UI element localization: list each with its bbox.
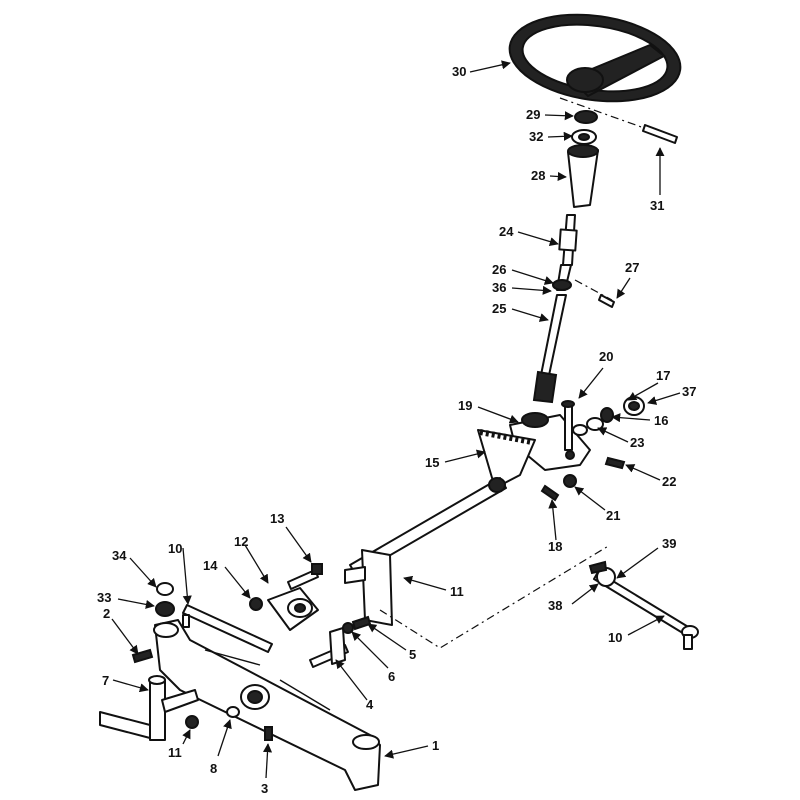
cap-and-nut: [571, 110, 598, 145]
callout-37: 37: [682, 384, 696, 399]
callout-28: 28: [531, 168, 545, 183]
callout-21: 21: [606, 508, 620, 523]
callout-13: 13: [270, 511, 284, 526]
callout-7: 7: [102, 673, 109, 688]
callout-11-lower: 11: [168, 745, 182, 760]
callout-14: 14: [203, 558, 218, 573]
callout-20: 20: [599, 349, 613, 364]
fasteners: [540, 456, 626, 502]
callout-25: 25: [492, 301, 506, 316]
reference-line: [379, 544, 611, 649]
callout-36: 36: [492, 280, 506, 295]
callout-10-left: 10: [168, 541, 182, 556]
callout-12: 12: [234, 534, 248, 549]
steering-bushing: [567, 144, 599, 208]
callout-24: 24: [499, 224, 514, 239]
pivot-pin: [309, 615, 372, 668]
support-plate: [344, 549, 393, 626]
tie-rod-left: [182, 604, 273, 653]
callout-33: 33: [97, 590, 111, 605]
pin: [574, 279, 615, 308]
callout-labels: 30 29 32 31 28 24 26 27 36 25 20 17 37 1…: [97, 64, 696, 796]
spindle: [99, 675, 199, 741]
small-fasteners: [131, 648, 273, 741]
callout-23: 23: [630, 435, 644, 450]
callout-2: 2: [103, 606, 110, 621]
callout-8: 8: [210, 761, 217, 776]
front-axle: [153, 619, 381, 791]
steering-shaft: [532, 214, 578, 404]
upper-washers: [155, 582, 175, 617]
callout-34: 34: [112, 548, 127, 563]
callout-3: 3: [261, 781, 268, 796]
callout-18: 18: [548, 539, 562, 554]
callout-22: 22: [662, 474, 676, 489]
callout-16: 16: [654, 413, 668, 428]
leader-lines: [111, 60, 681, 779]
steering-wheel: [508, 13, 682, 103]
nut: [249, 597, 263, 611]
callout-1: 1: [432, 738, 439, 753]
callout-39: 39: [662, 536, 676, 551]
bolt-and-washers: [561, 396, 645, 451]
callout-27: 27: [625, 260, 639, 275]
callout-32: 32: [529, 129, 543, 144]
callout-38: 38: [548, 598, 562, 613]
callout-10-right: 10: [608, 630, 622, 645]
callout-19: 19: [458, 398, 472, 413]
callout-30: 30: [452, 64, 466, 79]
callout-15: 15: [425, 455, 439, 470]
roll-pin: [559, 97, 678, 144]
callout-6: 6: [388, 669, 395, 684]
callout-17: 17: [656, 368, 670, 383]
callout-11-upper: 11: [450, 584, 464, 599]
pivot-plate: [267, 563, 323, 631]
tie-rod-right: [588, 560, 699, 650]
callout-26: 26: [492, 262, 506, 277]
callout-5: 5: [409, 647, 416, 662]
sector-gear: [477, 429, 536, 489]
callout-31: 31: [650, 198, 664, 213]
callout-29: 29: [526, 107, 540, 122]
callout-4: 4: [366, 697, 374, 712]
